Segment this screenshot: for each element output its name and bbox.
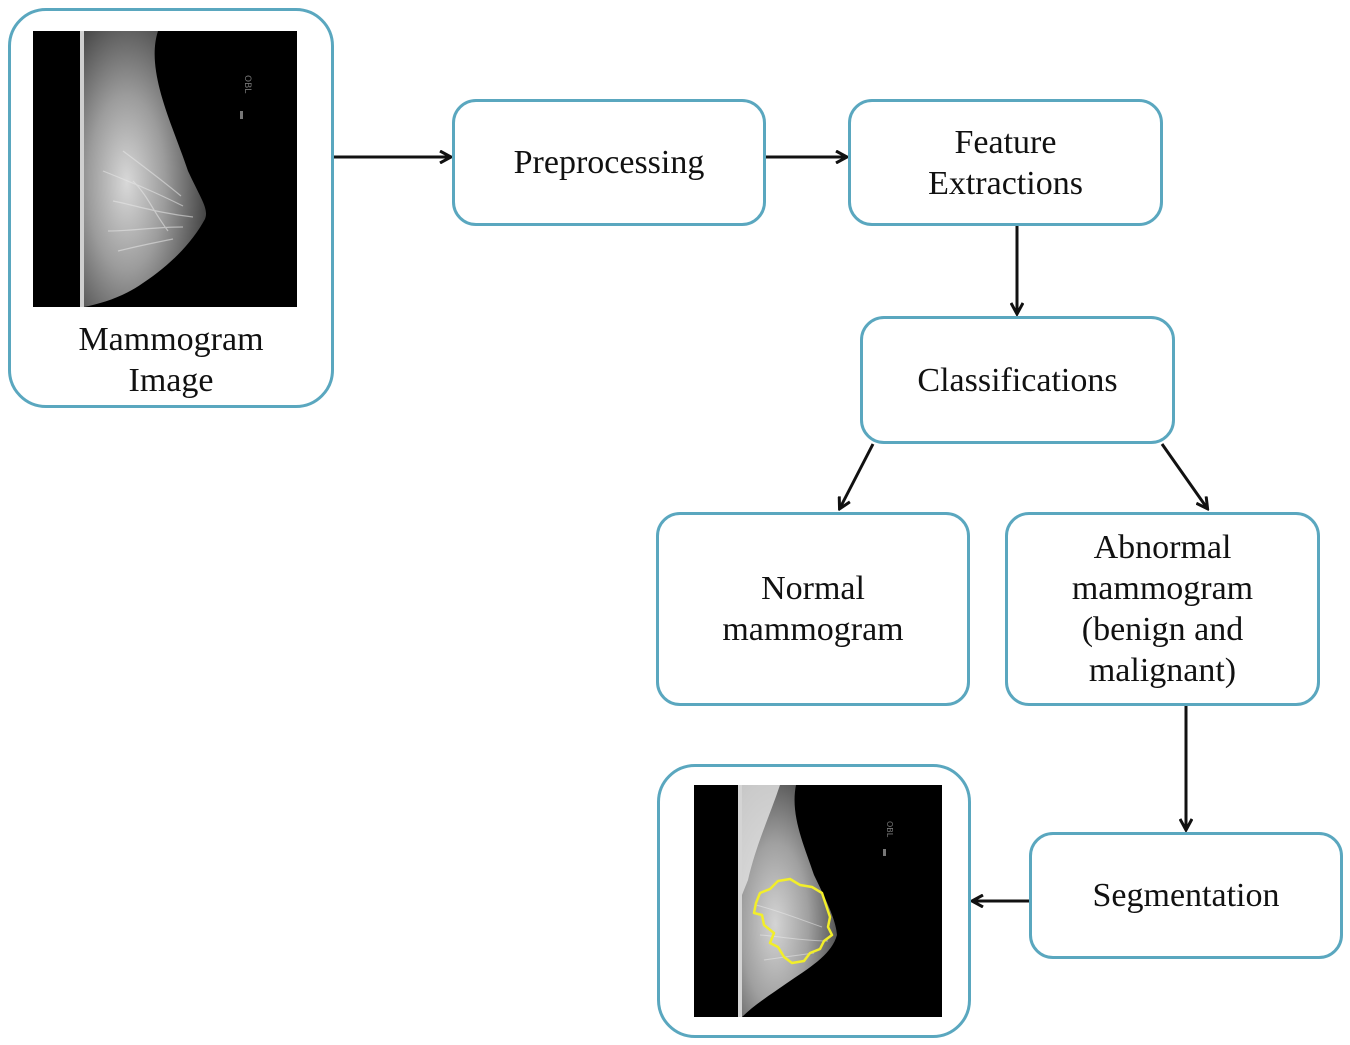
abnormal-mammogram-node: Abnormal mammogram (benign and malignant…: [1005, 512, 1320, 706]
abnormal-mammogram-label: Abnormal mammogram (benign and malignant…: [1071, 529, 1254, 689]
svg-text:OBL: OBL: [885, 821, 894, 838]
mammogram-image: OBL: [33, 31, 297, 307]
segmentation-node: Segmentation: [1029, 832, 1343, 959]
segmented-output-node: OBL: [657, 764, 971, 1038]
mammogram-input-caption: Mammogram Image: [78, 321, 264, 399]
feature-extraction-label: Feature Extractions: [928, 123, 1083, 202]
lesion-outline: [752, 877, 834, 965]
arrow-classification-to-normal: [840, 443, 875, 508]
classification-node: Classifications: [860, 316, 1175, 444]
segmentation-label: Segmentation: [1092, 877, 1280, 914]
preprocessing-node: Preprocessing: [452, 99, 766, 226]
segmented-mammogram-graphic: OBL: [694, 785, 942, 1017]
normal-mammogram-label: Normal mammogram: [722, 570, 904, 648]
normal-mammogram-node: Normal mammogram: [656, 512, 970, 706]
arrow-classification-to-abnormal: [1160, 443, 1207, 508]
feature-extraction-node: Feature Extractions: [848, 99, 1163, 226]
segmented-mammogram-image: OBL: [694, 785, 942, 1017]
mammogram-input-node: OBL Mammogram Image: [8, 8, 334, 408]
classification-label: Classifications: [917, 361, 1118, 399]
preprocessing-label: Preprocessing: [513, 144, 705, 181]
mammogram-image-graphic: OBL: [33, 31, 297, 307]
svg-text:OBL: OBL: [242, 75, 252, 93]
